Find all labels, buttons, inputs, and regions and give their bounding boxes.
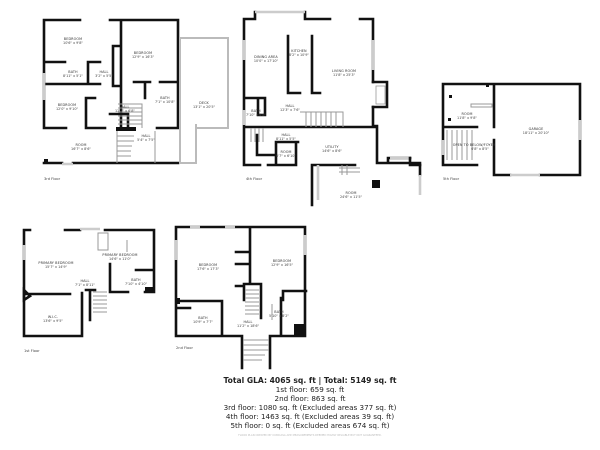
room-name: PRIMARY BEDROOM: [102, 253, 137, 257]
room-name: BATH: [68, 70, 78, 74]
room-dimensions: 12'9" x 16'5": [271, 263, 294, 267]
room-dimensions: 10'0" x 17'10": [254, 59, 279, 63]
room-name: UTILITY: [325, 145, 339, 149]
room-dimensions: 7'10" x 6'8": [246, 113, 266, 117]
room-dimensions: 15'7" x 14'9": [45, 265, 68, 269]
stair-landing: [116, 127, 136, 131]
room-name: DINING AREA: [254, 55, 278, 59]
room-dimensions: 17'6" x 17'3": [197, 267, 220, 271]
room-name: BATH: [274, 310, 284, 314]
room-dimensions: 8'11" x 5'1": [63, 74, 83, 78]
floor-area-line: 5th floor: 0 sq. ft (Excluded areas 674 …: [230, 421, 390, 430]
room-dimensions: 14'6" x 8'6": [322, 149, 342, 153]
room-dimensions: 8'2" x 10'9": [289, 53, 309, 57]
floor-label: 3rd Floor: [44, 177, 61, 181]
floor-area-line: 2nd floor: 863 sq. ft: [274, 394, 346, 403]
room-dimensions: 5'10" x 8'2": [269, 314, 289, 318]
room-name: LIVING ROOM: [332, 69, 356, 73]
room-dimensions: 11'8" x 9'8": [457, 116, 477, 120]
room-dimensions: 6'8" x 8'5": [471, 147, 489, 151]
room-name: BATH: [131, 278, 141, 282]
room-dimensions: 11'8" x 25'3": [333, 73, 356, 77]
room-dimensions: 12'9" x 16'3": [132, 55, 155, 59]
room-name: OPEN TO BELOW/FOYER: [453, 143, 496, 147]
room-dimensions: 7'1" x 8'11": [75, 283, 95, 287]
floor-label: 1st Floor: [24, 349, 40, 353]
room-name: HALL: [281, 133, 290, 137]
room-name: BATH: [160, 96, 170, 100]
room-name: BEDROOM: [64, 37, 82, 41]
disclaimer: FLOOR PLAN CREATED BY CUBICASA APP. MEAS…: [238, 434, 382, 437]
floor-area-line: 3rd floor: 1080 sq. ft (Excluded areas 3…: [223, 403, 397, 412]
room-name: ROOM: [75, 143, 86, 147]
room-dimensions: 12'7" x 6'8": [115, 109, 135, 113]
floor-plan-4th: 4th Floor DINING AREA 10'0" x 17'10" KIT…: [242, 10, 422, 207]
room-dimensions: 7'10" x 4'10": [125, 282, 148, 286]
room-name: HALL: [141, 134, 150, 138]
floor-area-line: 4th floor: 1463 sq. ft (Excluded areas 3…: [225, 412, 395, 421]
total-area: Total GLA: 4065 sq. ft | Total: 5149 sq.…: [223, 376, 397, 385]
room-name: BATH: [198, 316, 208, 320]
floor-label: 2nd Floor: [176, 346, 193, 350]
room-name: KITCHEN: [291, 49, 307, 53]
room-dimensions: 10'9" x 7'7": [193, 320, 213, 324]
room-dimensions: 5'4" x 7'5": [137, 138, 155, 142]
room-dimensions: 7'1" x 10'8": [155, 100, 175, 104]
floor-area-line: 1st floor: 659 sq. ft: [275, 385, 345, 394]
floor-plan-1st: 1st Floor PRIMARY BEDROOM 15'7" x 14'9" …: [22, 227, 156, 353]
room-name: BEDROOM: [273, 259, 291, 263]
room-dimensions: 16'7" x 8'6": [71, 147, 91, 151]
room-name: DECK: [199, 101, 209, 105]
room-dimensions: 3'2" x 5'5": [95, 74, 113, 78]
room-dimensions: 6'7" x 6'10": [276, 154, 296, 158]
room-dimensions: 24'6" x 11'5": [340, 195, 363, 199]
room-name: ROOM: [345, 191, 356, 195]
room-name: BEDROOM: [58, 103, 76, 107]
floor-plan-2nd: 2nd Floor BEDROOM 17'6" x 17'3" BEDROOM …: [174, 225, 308, 370]
room-name: BATH: [251, 109, 261, 113]
floor-label: 4th Floor: [246, 177, 263, 181]
room-name: BEDROOM: [134, 51, 152, 55]
room-name: ROOM: [280, 150, 291, 154]
room-dimensions: 18'11" x 20'10": [523, 131, 550, 135]
room-name: ROOM: [461, 112, 472, 116]
room-dimensions: 10'6" x 9'8": [63, 41, 83, 45]
room-name: HALL: [243, 320, 252, 324]
room-dimensions: 13'1" x 20'5": [193, 105, 216, 109]
chimney: [372, 180, 380, 188]
room-name: BEDROOM: [199, 263, 217, 267]
room-name: HALL: [120, 105, 129, 109]
room-dimensions: 8'11" x 5'5": [276, 137, 296, 141]
floor-plan-3rd: 3rd Floor BEDROOM 10'6" x 9'8" BEDROOM 1…: [42, 18, 229, 181]
room-dimensions: 12'3" x 7'6": [280, 108, 300, 112]
floor-label: 5th Floor: [443, 177, 460, 181]
room-dimensions: 13'6" x 9'5": [43, 319, 63, 323]
room-dimensions: 12'0" x 9'10": [56, 107, 79, 111]
room-dimensions: 14'6" x 11'0": [109, 257, 132, 261]
room-name: GARAGE: [529, 127, 544, 131]
floor-plan-5th: 5th Floor ROOM 11'8" x 9'8" OPEN TO BELO…: [441, 82, 582, 181]
room-name: HALL: [99, 70, 108, 74]
room-name: PRIMARY BEDROOM: [38, 261, 73, 265]
area-summary: Total GLA: 4065 sq. ft | Total: 5149 sq.…: [200, 376, 420, 430]
room-name: HALL: [80, 279, 89, 283]
room-name: HALL: [285, 104, 294, 108]
room-name: W.I.C.: [48, 315, 58, 319]
room-dimensions: 11'2" x 18'6": [237, 324, 260, 328]
